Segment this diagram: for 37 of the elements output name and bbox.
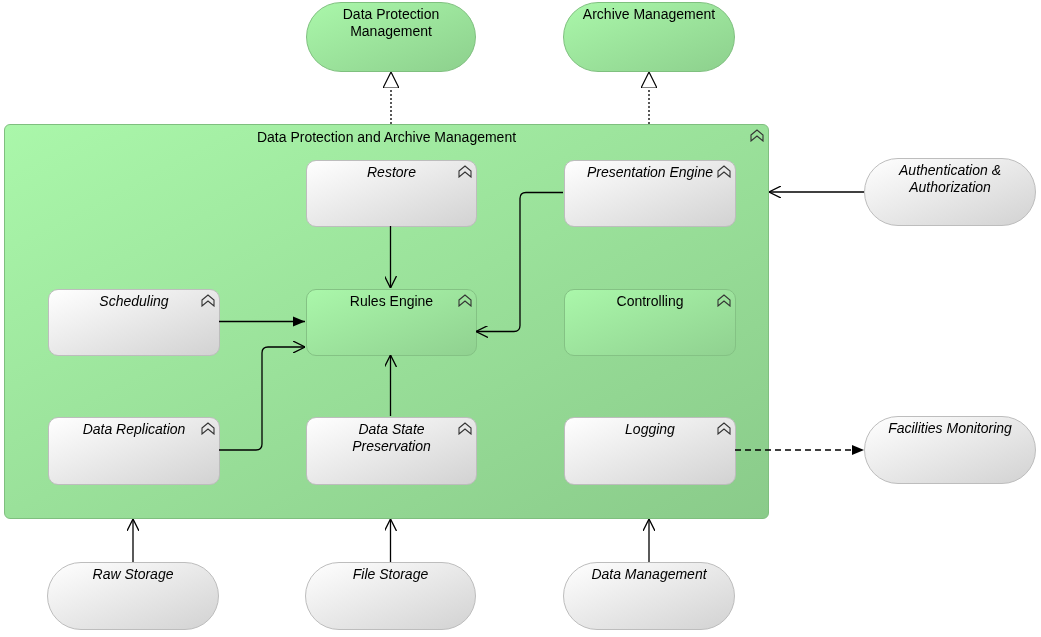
- function-box: [564, 160, 736, 227]
- arrow: [768, 185, 865, 199]
- node-label: Facilities Monitoring: [887, 420, 1013, 437]
- node-label: Data Protection Management: [341, 6, 441, 40]
- function-box: [306, 289, 477, 356]
- function-box: [48, 417, 220, 485]
- function-box: [306, 160, 477, 227]
- group-container: [4, 124, 769, 519]
- function-box: [306, 417, 477, 485]
- arrow: [218, 340, 306, 451]
- dashed-arrow: [640, 71, 658, 125]
- node-label: Scheduling: [98, 293, 170, 310]
- arrow: [475, 191, 564, 339]
- arrow: [642, 518, 656, 563]
- node-label: Presentation Engine: [585, 164, 715, 181]
- node-label: Archive Management: [581, 6, 717, 23]
- node-label: Controlling: [615, 293, 685, 310]
- arrow: [126, 518, 140, 563]
- node-label: Data Management: [590, 566, 708, 583]
- node-label: File Storage: [351, 566, 430, 583]
- arrow: [383, 518, 398, 563]
- node-label: Data Protection and Archive Management: [255, 129, 518, 146]
- node-label: Authentication & Authorization: [897, 162, 1002, 196]
- node-label: Restore: [366, 164, 417, 181]
- node-label: Raw Storage: [91, 566, 175, 583]
- node-label: Data State Preservation: [351, 421, 432, 455]
- dashed-arrow: [734, 445, 865, 455]
- function-box: [564, 289, 736, 356]
- node-label: Rules Engine: [348, 293, 435, 310]
- dashed-arrow: [382, 71, 400, 125]
- node-label: Logging: [624, 421, 676, 438]
- function-box: [48, 289, 220, 356]
- arrow: [218, 316, 306, 327]
- arrow: [383, 354, 398, 417]
- function-box: [564, 417, 736, 485]
- node-label: Data Replication: [81, 421, 187, 438]
- arrow: [383, 225, 398, 289]
